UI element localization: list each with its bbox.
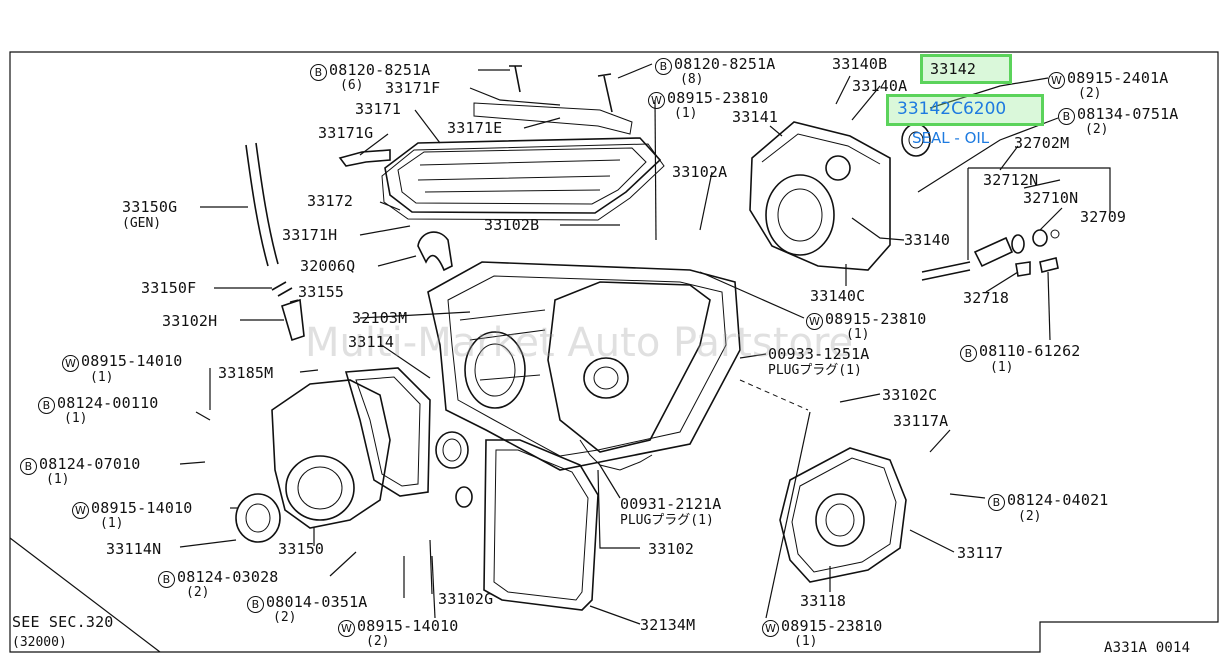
- diagram-frame: [9, 51, 1219, 653]
- label-32718[interactable]: 32718: [963, 289, 1010, 307]
- label-qty: (2): [1018, 509, 1042, 524]
- breather-tube: [245, 142, 279, 267]
- see-section-label[interactable]: SEE SEC.320: [12, 613, 114, 631]
- oil-pan-gasket: [483, 439, 599, 611]
- label-00933-1251A[interactable]: 00933-1251A: [768, 345, 870, 363]
- label-33171[interactable]: 33171: [355, 100, 402, 118]
- label-plug-qty: PLUGプラグ(1): [620, 513, 714, 528]
- label-33102H[interactable]: 33102H: [162, 312, 218, 330]
- label-qty: (2): [273, 610, 297, 625]
- label-33185M[interactable]: 33185M: [218, 364, 274, 382]
- label-32006Q[interactable]: 32006Q: [300, 257, 356, 275]
- cover-plate: [384, 137, 662, 214]
- label-33102G[interactable]: 33102G: [438, 590, 494, 608]
- bolt-08120-a: [509, 65, 522, 93]
- gasket-33114: [344, 367, 431, 497]
- label-qty: (1): [674, 106, 698, 121]
- label-32710N[interactable]: 32710N: [1023, 189, 1079, 207]
- label-33141[interactable]: 33141: [732, 108, 779, 126]
- label-qty: (2): [186, 585, 210, 600]
- highlight-description: SEAL - OIL: [912, 129, 990, 147]
- label-qty: (1): [90, 370, 114, 385]
- label-33150G[interactable]: 33150G: [122, 198, 178, 216]
- label-33102A[interactable]: 33102A: [672, 163, 728, 181]
- label-33118[interactable]: 33118: [800, 592, 847, 610]
- label-33155[interactable]: 33155: [298, 283, 345, 301]
- label-32103M[interactable]: 32103M: [352, 309, 408, 327]
- label-qty: (1): [46, 472, 70, 487]
- label-33117[interactable]: 33117: [957, 544, 1004, 562]
- main-case: [427, 261, 741, 471]
- highlight-part-number: 33142: [930, 60, 977, 78]
- label-qty: (1): [64, 411, 88, 426]
- label-qty: (2): [1078, 86, 1102, 101]
- label-33140C[interactable]: 33140C: [810, 287, 866, 305]
- diagram-id: A331A 0014: [1104, 640, 1191, 656]
- label-33172[interactable]: 33172: [307, 192, 354, 210]
- watermark: Multi-Market Auto Partstore: [305, 320, 854, 366]
- label-qty: (2): [366, 634, 390, 649]
- label-33140[interactable]: 33140: [904, 231, 951, 249]
- label-qty: (1): [794, 634, 818, 649]
- bolt-08120-b: [597, 73, 613, 113]
- label-gen: (GEN): [122, 216, 162, 231]
- label-qty: (1): [846, 327, 870, 342]
- cover-33117: [779, 447, 907, 583]
- label-33114N[interactable]: 33114N: [106, 540, 162, 558]
- highlight-box-full-part-number[interactable]: [886, 94, 1044, 126]
- label-33171G[interactable]: 33171G: [318, 124, 374, 142]
- label-33102[interactable]: 33102: [648, 540, 695, 558]
- label-33102C[interactable]: 33102C: [882, 386, 938, 404]
- label-33140A[interactable]: 33140A: [852, 77, 908, 95]
- label-qty: (1): [990, 360, 1014, 375]
- label-33150[interactable]: 33150: [278, 540, 325, 558]
- label-33102B[interactable]: 33102B: [484, 216, 540, 234]
- leader-lines: [179, 63, 1111, 625]
- label-qty: (6): [340, 78, 364, 93]
- label-32134M[interactable]: 32134M: [640, 616, 696, 634]
- label-00931-2121A[interactable]: 00931-2121A: [620, 495, 722, 513]
- label-33140B[interactable]: 33140B: [832, 55, 888, 73]
- highlight-full-part-number[interactable]: 33142C6200: [897, 99, 1007, 119]
- label-33150F[interactable]: 33150F: [141, 279, 197, 297]
- see-section-code: (32000): [12, 635, 67, 650]
- label-qty: (1): [100, 516, 124, 531]
- label-33114[interactable]: 33114: [348, 333, 395, 351]
- extension-housing: [271, 379, 391, 529]
- label-32702M[interactable]: 32702M: [1014, 134, 1070, 152]
- label-32712N[interactable]: 32712N: [983, 171, 1039, 189]
- label-33171F[interactable]: 33171F: [385, 79, 441, 97]
- label-33171H[interactable]: 33171H: [282, 226, 338, 244]
- label-qty: (2): [1085, 122, 1109, 137]
- frame-diagonal: [9, 537, 161, 653]
- label-33171E[interactable]: 33171E: [447, 119, 503, 137]
- label-qty: (8): [680, 72, 704, 87]
- rear-housing-33140: [749, 121, 891, 271]
- highlight-box-part-number[interactable]: [920, 54, 1012, 84]
- label-33117A[interactable]: 33117A: [893, 412, 949, 430]
- label-plug-qty: PLUGプラグ(1): [768, 363, 862, 378]
- label-32709[interactable]: 32709: [1080, 208, 1127, 226]
